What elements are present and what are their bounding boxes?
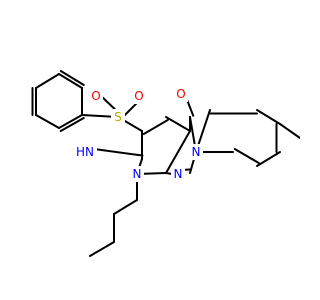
ring-nitrogen-label: N: [133, 167, 142, 181]
ring-nitrogen-label: N: [192, 145, 201, 159]
bond: [165, 116, 191, 132]
atom-label-layer: S O O O N N N HN: [73, 86, 203, 182]
bond: [279, 123, 300, 139]
bond: [58, 114, 83, 129]
bond: [35, 114, 60, 129]
chemical-structure: S O O O N N N HN: [31, 70, 300, 257]
bond: [59, 117, 85, 133]
oxygen-atom-label: O: [91, 89, 100, 103]
bond: [256, 151, 281, 167]
sulfur-atom-label: S: [114, 110, 122, 124]
bond: [89, 241, 115, 257]
ring-nitrogen-label: N: [174, 167, 183, 181]
bond: [89, 147, 144, 157]
oxygen-atom-label: O: [134, 89, 143, 103]
bond: [58, 73, 83, 89]
bond: [35, 73, 60, 89]
bond-layer: [31, 70, 300, 257]
carbonyl-oxygen-label: O: [176, 87, 185, 101]
bond: [233, 147, 260, 164]
bond: [165, 130, 191, 174]
bond: [256, 109, 281, 125]
bond: [113, 199, 138, 215]
imine-nh-label: HN: [76, 145, 94, 159]
bond: [142, 119, 169, 136]
bond: [59, 70, 85, 87]
